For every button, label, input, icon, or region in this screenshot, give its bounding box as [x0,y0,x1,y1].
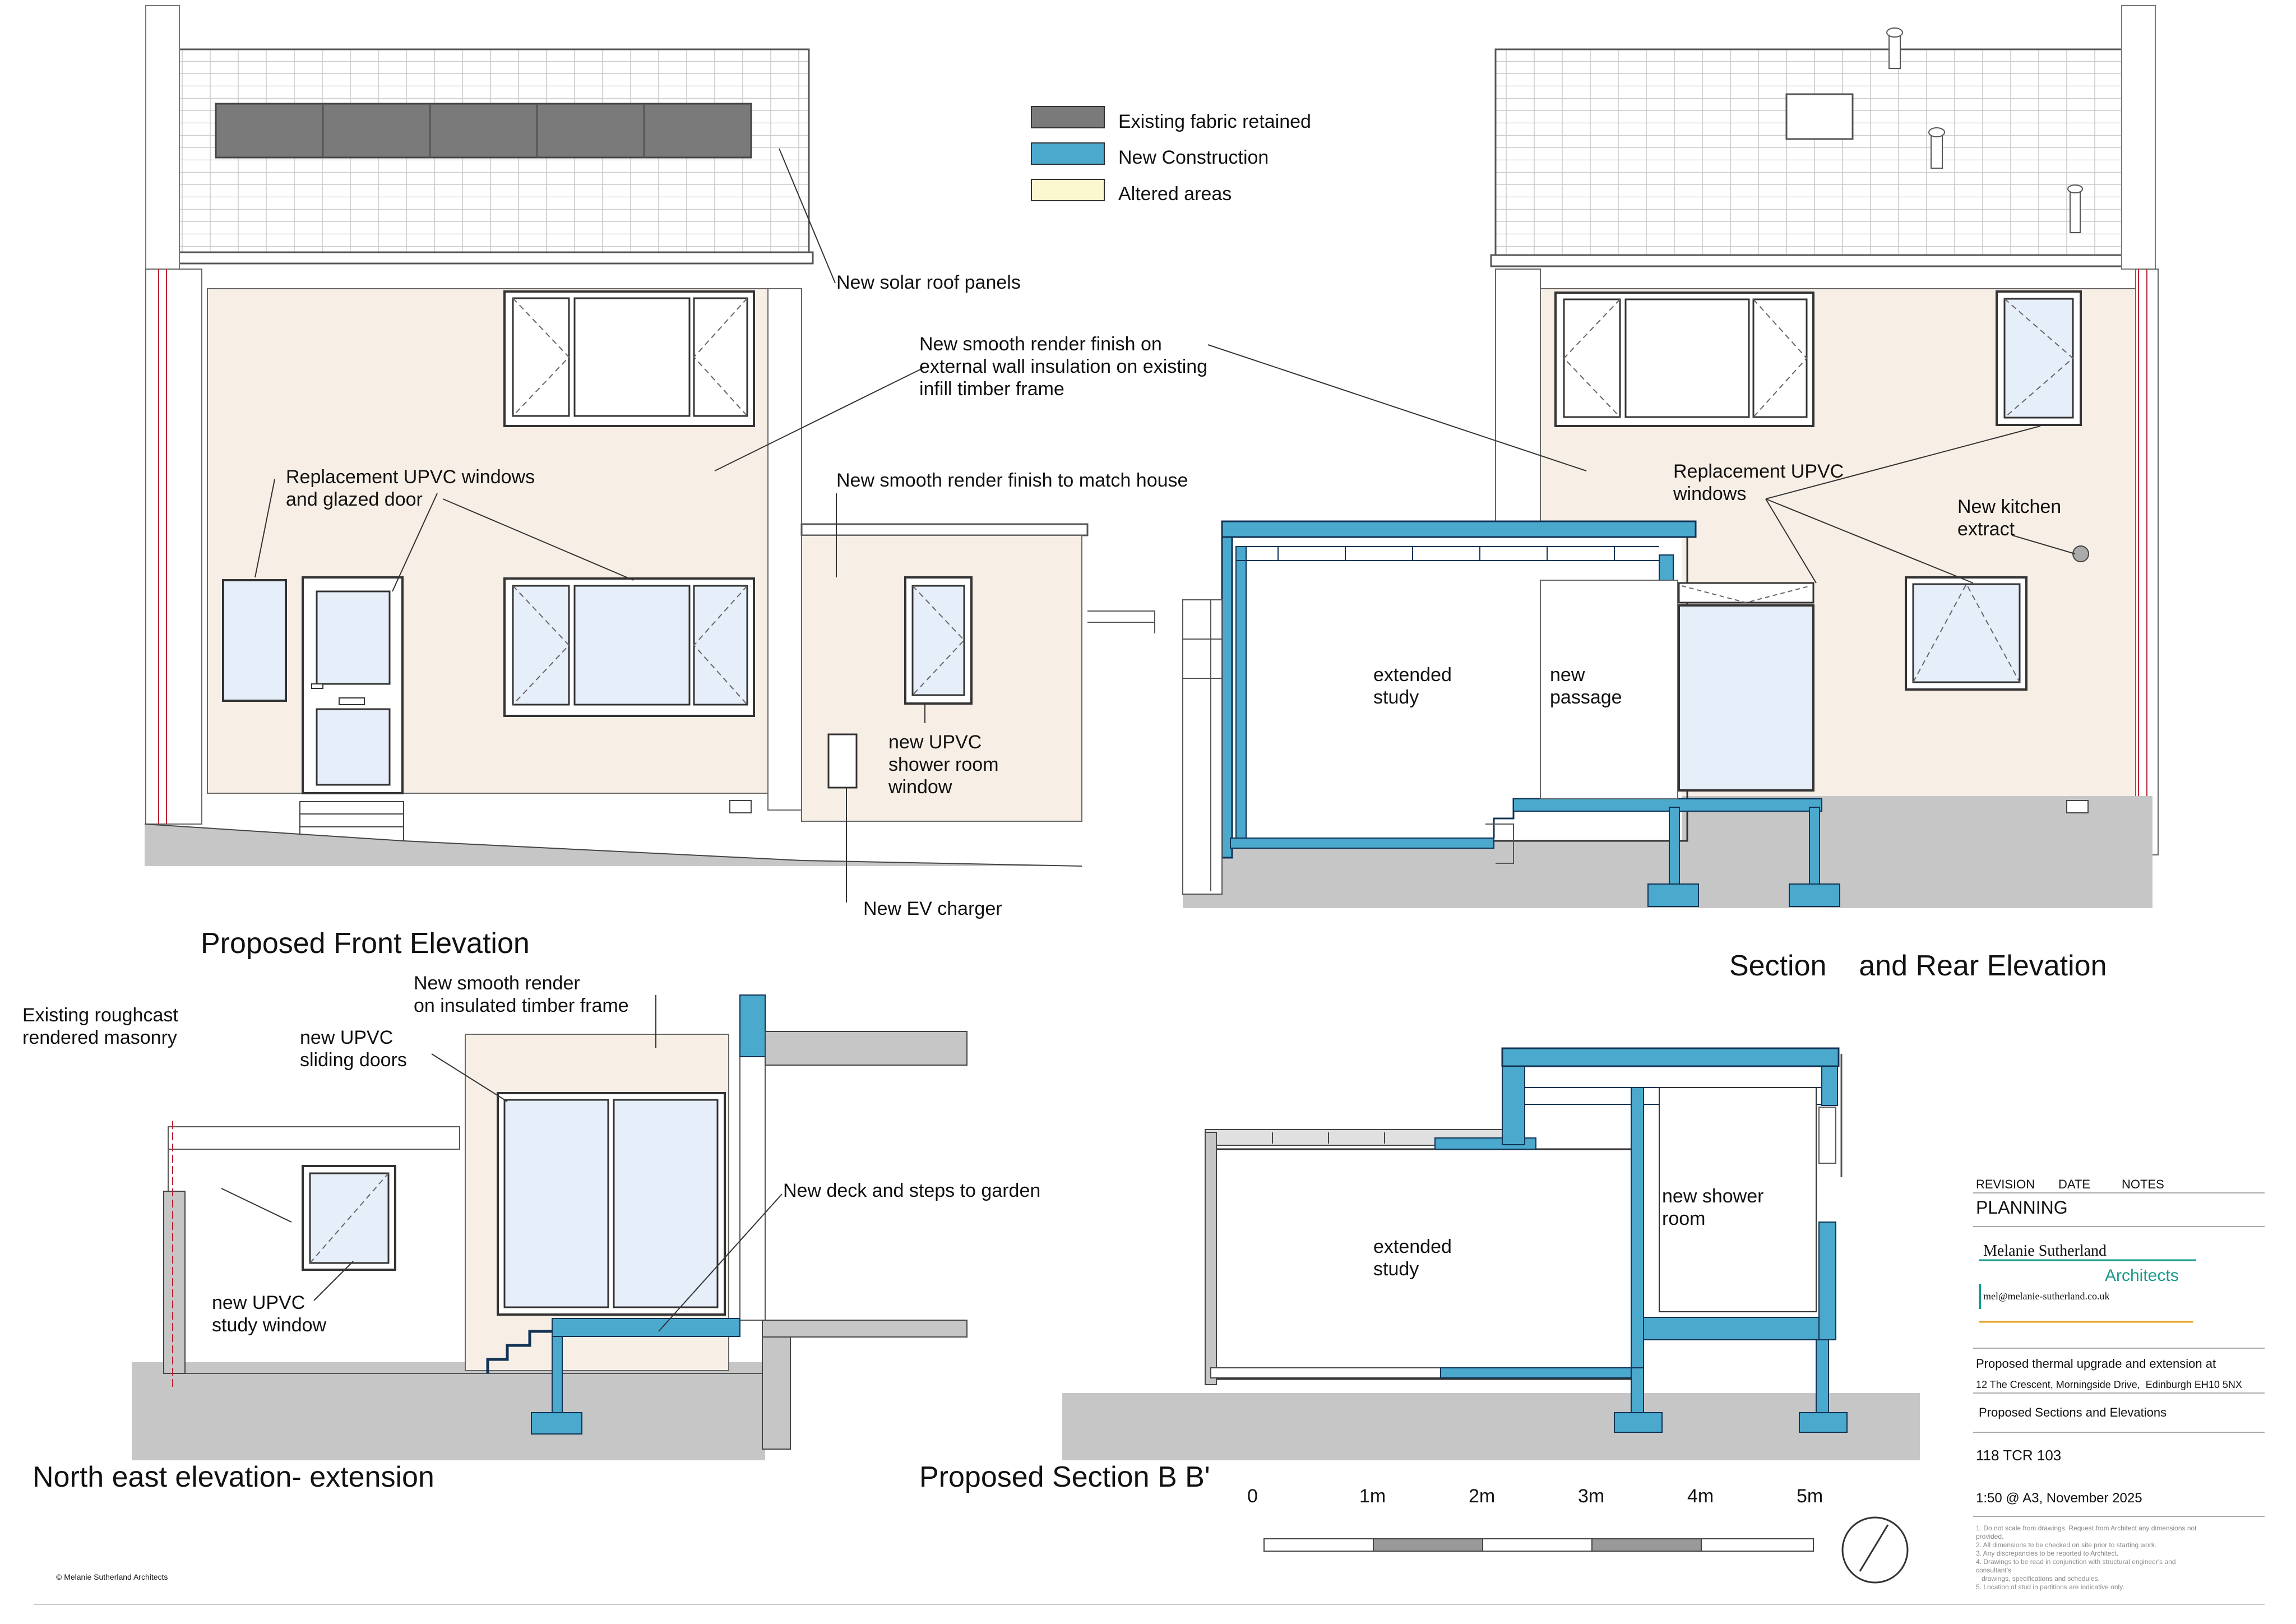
note-deck: New deck and steps to garden [783,1180,1040,1201]
leader-lines [221,148,2076,1332]
note-shower-window-3: window [888,776,952,798]
tb-notes: NOTES [2122,1177,2164,1191]
north-arrow-icon [1841,1516,1909,1584]
tb-firm-name: Melanie Sutherland [1983,1242,2107,1260]
bb-room-shower-2: room [1662,1208,1705,1229]
front-elevation-drawing [144,5,1155,867]
bb-room-study-1: extended [1373,1236,1452,1257]
tb-drawing-title: Proposed Sections and Elevations [1979,1405,2167,1419]
note-render-2: external wall insulation on existing [919,356,1207,377]
legend-new-label: New Construction [1118,147,1269,168]
rear-elevation-drawing [1182,5,2159,908]
note-shower-window-1: new UPVC [888,732,982,753]
copyright: © Melanie Sutherland Architects [56,1572,168,1581]
note-ev-charger: New EV charger [863,898,1002,919]
note-shower-window-2: shower room [888,754,999,775]
note-roughcast-2: rendered masonry [22,1027,177,1048]
title-section-bb: Proposed Section B B' [919,1461,1210,1493]
tb-footnote-2: provided. [1976,1533,2003,1540]
tb-revision: REVISION [1976,1177,2035,1191]
title-front-elevation: Proposed Front Elevation [201,927,530,960]
tb-footnote-4: 3. Any discrepancies to be reported to A… [1976,1549,2118,1557]
scale-bar: 0 1m 2m 3m 4m 5m [1247,1486,1823,1552]
scale-label-0: 0 [1247,1486,1258,1507]
legend-swatch-existing [1031,106,1105,128]
solar-panels [215,103,752,159]
front-upper-window [503,290,755,427]
legend-altered-label: Altered areas [1118,183,1232,205]
rear-small-upper-window [1996,290,2082,426]
front-glazed-door [299,576,404,841]
note-ne-render-1: New smooth render [414,973,580,994]
tb-project: Proposed thermal upgrade and extension a… [1976,1357,2216,1371]
rear-room-passage-1: new [1550,664,1585,686]
scale-label-5: 5m [1797,1486,1823,1507]
tb-footnote-5: 4. Drawings to be read in conjunction wi… [1976,1558,2176,1566]
note-ne-render-2: on insulated timber frame [414,995,629,1016]
tb-firm-type: Architects [2105,1266,2179,1285]
tb-footnote-3: 2. All dimensions to be checked on site … [1976,1541,2156,1549]
rear-room-passage-2: passage [1550,687,1622,708]
title-rear-elevation: Section and Rear Elevation [1729,950,2107,982]
note-extract-2: extract [1957,519,2015,540]
title-ne-elevation: North east elevation- extension [33,1461,434,1493]
bb-room-study-2: study [1373,1259,1419,1280]
section-bb-drawing [1062,1047,1920,1460]
bb-room-shower-1: new shower [1662,1186,1763,1207]
title-block: REVISION DATE NOTES PLANNING Melanie Sut… [1973,1177,2265,1591]
tb-footnote-6: consultant's [1976,1566,2011,1574]
note-windows-2: and glazed door [286,489,423,510]
tb-footnote-1: 1. Do not scale from drawings. Request f… [1976,1524,2197,1532]
legend-swatch-new [1031,142,1105,165]
note-rear-windows-2: windows [1673,483,1746,505]
front-left-window [222,579,287,702]
note-roughcast-1: Existing roughcast [22,1005,178,1026]
rear-section-extension [1182,520,2152,908]
legend-swatch-altered [1031,179,1105,201]
note-study-window-2: study window [212,1315,327,1336]
note-doors-1: new UPVC [300,1027,393,1048]
scale-label-1: 1m [1359,1486,1386,1507]
note-study-window-1: new UPVC [212,1292,305,1313]
tb-drawing-number: 118 TCR 103 [1976,1447,2061,1464]
note-windows-1: Replacement UPVC windows [286,466,535,488]
scale-label-3: 3m [1578,1486,1604,1507]
rear-room-study-2: study [1373,687,1419,708]
note-solar: New solar roof panels [836,272,1021,293]
tb-footnote-8: 5. Location of stud in partitions are in… [1976,1583,2124,1591]
kitchen-extract-vent [2072,545,2089,562]
tb-address: 12 The Crescent, Morningside Drive, Edin… [1976,1379,2242,1390]
tb-email: mel@melanie-sutherland.co.uk [1983,1290,2110,1302]
tb-footnote-7: drawings, specifications and schedules. [1976,1575,2100,1583]
ne-elevation-drawing [132,994,968,1460]
note-render-1: New smooth render finish on [919,334,1162,355]
tb-date: DATE [2058,1177,2090,1191]
legend: Existing fabric retained New Constructio… [1031,106,1311,205]
note-render-3: infill timber frame [919,378,1064,400]
scale-label-2: 2m [1469,1486,1495,1507]
tb-status: PLANNING [1976,1197,2068,1218]
rear-room-study-1: extended [1373,664,1452,686]
front-lower-window [503,577,755,717]
tb-scale: 1:50 @ A3, November 2025 [1976,1491,2142,1506]
rear-kitchen-window [1905,576,2027,691]
note-render-match: New smooth render finish to match house [836,470,1188,491]
front-side-extension [800,523,1155,822]
legend-existing-label: Existing fabric retained [1118,111,1311,132]
note-extract-1: New kitchen [1957,496,2061,517]
note-rear-windows-1: Replacement UPVC [1673,461,1844,482]
note-doors-2: sliding doors [300,1049,407,1071]
scale-label-4: 4m [1687,1486,1714,1507]
rear-upper-window [1554,292,1814,427]
